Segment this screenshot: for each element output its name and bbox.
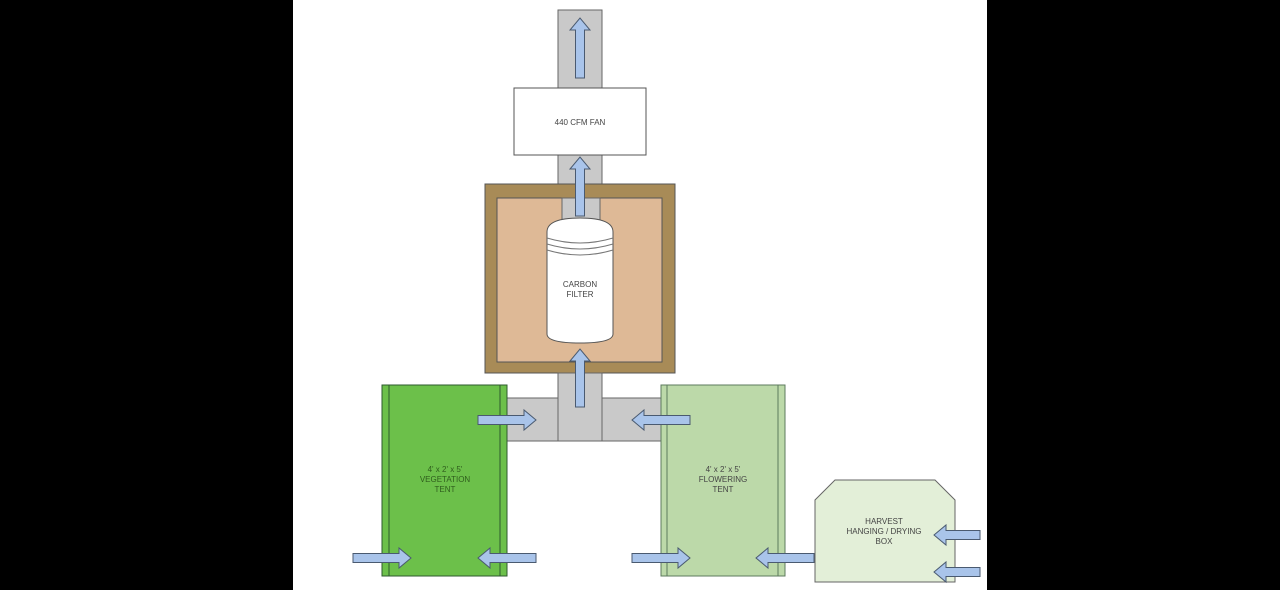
- flower-tent-label-3: TENT: [713, 485, 734, 494]
- carbon-filter: CARBON FILTER: [546, 217, 614, 344]
- flowering-tent: 4' x 2' x 5' FLOWERING TENT: [660, 384, 786, 577]
- arrow-left-icon: [933, 523, 981, 547]
- arrow-left-icon: [631, 408, 691, 432]
- veg-tent-label-1: 4' x 2' x 5': [428, 465, 463, 474]
- flower-tent-label-1: 4' x 2' x 5': [706, 465, 741, 474]
- harvest-label-3: BOX: [876, 537, 894, 546]
- filter-label-1: CARBON: [563, 280, 597, 289]
- airflow-arrows: [352, 17, 981, 584]
- filter-label-2: FILTER: [567, 290, 594, 299]
- arrow-left-icon: [755, 546, 815, 570]
- arrow-left-icon: [477, 546, 537, 570]
- veg-tent-label-3: TENT: [435, 485, 456, 494]
- harvest-label-1: HARVEST: [865, 517, 903, 526]
- fan-box: 440 CFM FAN: [513, 87, 647, 156]
- fan-label: 440 CFM FAN: [555, 118, 606, 127]
- arrow-right-icon: [352, 546, 412, 570]
- harvest-label-2: HANGING / DRYING: [847, 527, 922, 536]
- harvest-drying-box: HARVEST HANGING / DRYING BOX: [814, 479, 956, 583]
- arrow-up-icon: [568, 17, 592, 79]
- flower-tent-label-2: FLOWERING: [699, 475, 747, 484]
- arrow-right-icon: [477, 408, 537, 432]
- veg-tent-label-2: VEGETATION: [420, 475, 471, 484]
- arrow-right-icon: [631, 546, 691, 570]
- vegetation-tent: 4' x 2' x 5' VEGETATION TENT: [381, 384, 508, 577]
- arrow-up-icon: [568, 348, 592, 408]
- arrow-left-icon: [933, 560, 981, 584]
- arrow-up-icon: [568, 156, 592, 217]
